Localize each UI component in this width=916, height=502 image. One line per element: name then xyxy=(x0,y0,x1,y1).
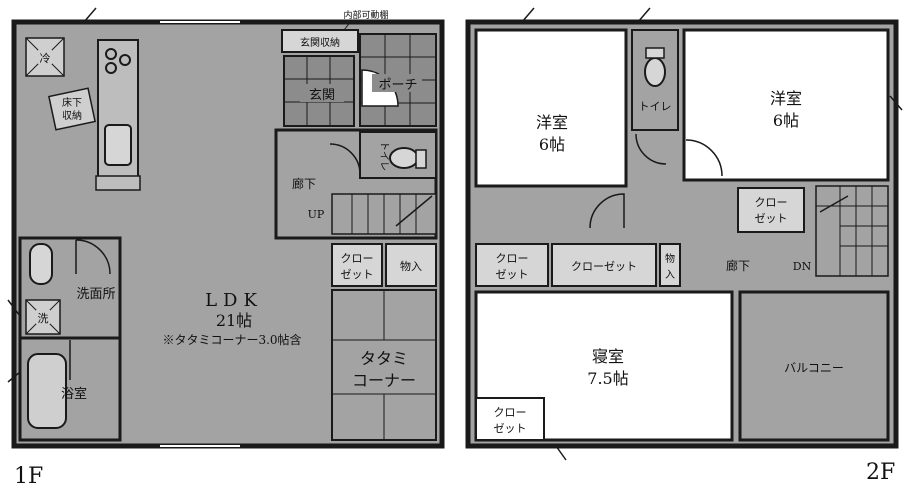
floor-2-label: 2F xyxy=(866,460,896,485)
closet-2f-bedroom-label-2: ゼット xyxy=(494,422,527,435)
stairs-dn-label: DN xyxy=(793,260,812,273)
kitchen-cabinet xyxy=(95,175,141,191)
ldk-note: ※タタミコーナー3.0帖含 xyxy=(162,332,301,347)
stairs-1f xyxy=(331,193,437,235)
floor-1-plan: 冷 床下 収納 洗面所 洗 浴室 LDK 21帖 ※タタミコーナー3.0帖含 玄… xyxy=(7,7,445,449)
tatami-label-2: コーナー xyxy=(352,371,416,390)
stairs-up-label: UP xyxy=(308,208,325,221)
stove-burner xyxy=(105,62,117,74)
underfloor-label-1: 床下 xyxy=(62,96,82,109)
balcony xyxy=(738,290,890,442)
balcony-label: バルコニー xyxy=(784,361,844,375)
underfloor-storage-box xyxy=(48,87,96,131)
closet-2f-upper-label-1: クロー xyxy=(755,196,788,209)
toilet-bowl-1f xyxy=(389,147,419,169)
closet-2f-bedroom-label-1: クロー xyxy=(494,406,527,419)
western-b-name: 洋室 xyxy=(770,89,802,108)
floor-2-plan: 洋室 6帖 トイレ 洋室 6帖 クロー ゼット クロー xyxy=(465,7,903,461)
stove-burner xyxy=(119,54,131,66)
porch-label: ポーチ xyxy=(378,78,417,93)
storage-2f-label-2: 入 xyxy=(665,270,675,281)
western-room-b xyxy=(682,28,890,182)
storage-2f-label-1: 物 xyxy=(665,252,675,265)
entrance-storage-label: 玄関収納 xyxy=(300,36,340,49)
closet-2f-left-label-1: クロー xyxy=(496,252,529,265)
closet-2f-long xyxy=(551,243,657,287)
toilet-label-1f: トイレ xyxy=(378,141,389,171)
western-room-a xyxy=(474,28,628,188)
stove-burner xyxy=(105,48,117,60)
bedroom-size: 7.5帖 xyxy=(587,369,628,388)
fridge-label: 冷 xyxy=(40,52,51,65)
closet-2f-bedroom xyxy=(475,397,545,441)
storage-1f xyxy=(385,243,437,287)
washroom-label: 洗面所 xyxy=(76,287,115,302)
western-a-name: 洋室 xyxy=(536,113,568,132)
bedroom-name: 寝室 xyxy=(592,347,624,366)
ldk-size: 21帖 xyxy=(216,311,252,330)
movable-shelf-label: 内部可動棚 xyxy=(343,9,388,21)
storage-1f-label: 物入 xyxy=(400,259,422,273)
closet-1f xyxy=(331,243,383,287)
hall-label-2f: 廊下 xyxy=(726,258,750,273)
toilet-bowl-2f xyxy=(644,57,666,87)
ldk-name: LDK xyxy=(205,290,263,311)
western-a-size: 6帖 xyxy=(539,135,565,154)
closet-1f-label-1: クロー xyxy=(341,252,374,265)
entrance-storage xyxy=(281,29,359,53)
underfloor-label-2: 収納 xyxy=(62,109,82,122)
stairs-2f xyxy=(815,185,889,277)
closet-1f-label-2: ゼット xyxy=(341,268,374,281)
closet-2f-left-label-2: ゼット xyxy=(496,268,529,281)
toilet-label-2f: トイレ xyxy=(639,100,672,113)
closet-2f-left xyxy=(475,243,549,287)
closet-2f-upper-label-2: ゼット xyxy=(755,212,788,225)
storage-2f xyxy=(659,243,681,287)
entrance-label: 玄関 xyxy=(309,88,335,103)
tatami-label-1: タタミ xyxy=(360,349,408,368)
western-b-size: 6帖 xyxy=(773,111,799,130)
closet-2f-long-label: クローゼット xyxy=(571,260,637,273)
floor-1-label: 1F xyxy=(14,464,44,489)
bathtub xyxy=(27,353,67,429)
washer-label: 洗 xyxy=(38,312,49,325)
closet-2f-upper xyxy=(737,187,805,233)
bath-label: 浴室 xyxy=(61,386,87,402)
hall-label-1f: 廊下 xyxy=(292,176,316,191)
kitchen-sink xyxy=(104,124,132,166)
washbasin xyxy=(29,243,53,285)
